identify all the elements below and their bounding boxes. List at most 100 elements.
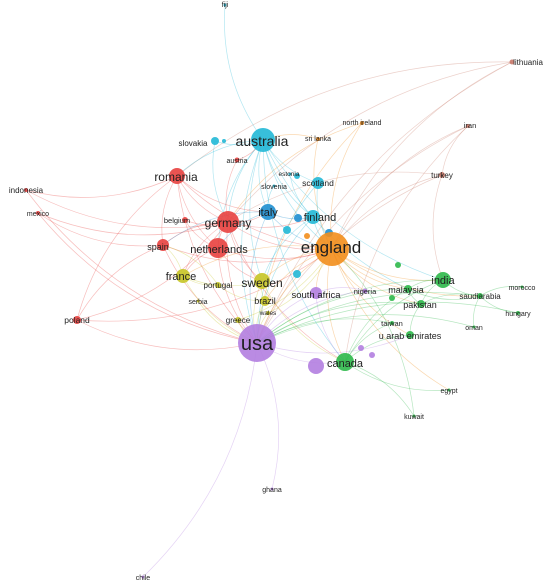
node-ghana[interactable] [270, 487, 274, 491]
node-label-u_arab_emirates: u arab emirates [379, 331, 442, 341]
unlabeled-node [304, 233, 310, 239]
node-australia[interactable] [251, 128, 275, 152]
node-label-portugal: portugal [204, 281, 233, 290]
node-oman[interactable] [472, 325, 476, 329]
unlabeled-node [389, 295, 395, 301]
node-poland[interactable] [73, 316, 81, 324]
node-wales[interactable] [266, 311, 270, 315]
node-france[interactable] [176, 269, 190, 283]
node-label-south_africa: south africa [291, 290, 341, 301]
node-layer [24, 3, 524, 579]
node-saudiarabia[interactable] [477, 293, 483, 299]
edge-sweden-canada [261, 280, 346, 363]
node-pakistan[interactable] [417, 300, 425, 308]
node-label-wales: wales [259, 310, 277, 317]
node-south_africa[interactable] [310, 287, 322, 299]
node-label-taiwan: taiwan [381, 319, 403, 328]
edge-morocco-saudiarabia [479, 286, 523, 297]
node-label-mexico: mexico [27, 211, 49, 218]
edge-turkey-india [432, 174, 444, 281]
edge-oman-usa [256, 314, 475, 344]
edge-poland-usa [76, 319, 258, 351]
node-label-kuwait: kuwait [404, 414, 424, 421]
node-germany[interactable] [217, 211, 239, 233]
edge-england-france [182, 245, 333, 277]
node-north_ireland[interactable] [360, 121, 364, 125]
edge-australia-sweden [249, 139, 264, 282]
node-label-england: england [301, 238, 362, 257]
edge-mexico-germany [37, 212, 229, 236]
unlabeled-node [395, 262, 401, 268]
node-hungary[interactable] [516, 311, 520, 315]
edge-canada-egypt [344, 361, 450, 391]
node-turkey[interactable] [439, 172, 445, 178]
node-netherlands[interactable] [208, 238, 228, 258]
edge-australia-canada [262, 139, 346, 363]
edge-italy-spain [162, 211, 269, 246]
node-lithuania[interactable] [509, 59, 515, 65]
node-usa[interactable] [238, 324, 276, 362]
node-indonesia[interactable] [24, 188, 28, 192]
node-greece[interactable] [235, 317, 241, 323]
node-chile[interactable] [141, 575, 145, 579]
node-taiwan[interactable] [390, 321, 394, 325]
node-scotland[interactable] [312, 177, 324, 189]
node-brazil[interactable] [260, 296, 270, 306]
node-label-italy: italy [258, 207, 278, 219]
node-nigeria[interactable] [362, 288, 368, 294]
node-estonia[interactable] [288, 172, 292, 176]
edge-north_ireland-england [330, 122, 363, 250]
node-romania[interactable] [169, 168, 185, 184]
edge-iran-canada [344, 125, 469, 363]
edge-mexico-usa [37, 212, 258, 344]
node-portugal[interactable] [215, 282, 221, 288]
node-england[interactable] [315, 232, 349, 266]
node-finland[interactable] [306, 210, 320, 224]
node-sri_lanka[interactable] [316, 137, 320, 141]
node-mexico[interactable] [36, 211, 40, 215]
node-italy[interactable] [260, 204, 276, 220]
node-malaysia[interactable] [404, 285, 412, 293]
unlabeled-node [294, 214, 302, 222]
edge-portugal-spain [162, 244, 219, 286]
edge-romania-italy [176, 175, 269, 213]
edge-kuwait-england [331, 248, 415, 417]
node-morocco[interactable] [520, 285, 524, 289]
node-label-egypt: egypt [440, 388, 457, 395]
node-label-brazil: brazil [254, 296, 276, 306]
node-india[interactable] [435, 272, 451, 288]
node-canada[interactable] [336, 353, 354, 371]
node-iran[interactable] [466, 124, 470, 128]
edge-slovakia-germany [212, 140, 229, 223]
edge-saudiarabia-usa [256, 292, 481, 344]
node-label-finland: finland [304, 212, 336, 224]
node-slovenia[interactable] [272, 184, 276, 188]
node-label-sri_lanka: sri lanka [305, 136, 331, 143]
unlabeled-node [358, 345, 364, 351]
edge-iran-england [331, 125, 469, 250]
node-label-turkey: turkey [431, 171, 453, 180]
node-kuwait[interactable] [412, 414, 416, 418]
node-sweden[interactable] [254, 273, 270, 289]
edge-indonesia-romania [25, 175, 178, 198]
node-serbia[interactable] [196, 299, 200, 303]
node-slovakia[interactable] [211, 137, 219, 145]
node-egypt[interactable] [447, 388, 451, 392]
node-label-germany: germany [205, 216, 252, 230]
node-label-usa: usa [241, 333, 274, 355]
edge-south_africa-canada [315, 292, 346, 363]
node-austria[interactable] [234, 157, 240, 163]
edge-australia-malaysia [262, 139, 409, 290]
node-u_arab_emirates[interactable] [406, 331, 414, 339]
edge-saudiarabia-hungary [479, 295, 519, 314]
edge-scotland-usa [256, 182, 319, 344]
edge-england-egypt [331, 248, 450, 391]
node-belgium[interactable] [182, 217, 188, 223]
node-fiji[interactable] [223, 3, 227, 7]
edge-pakistan-usa [256, 301, 422, 344]
node-label-oman: oman [465, 325, 483, 332]
edge-romania-usa [176, 175, 258, 344]
node-label-nigeria: nigeria [354, 287, 377, 296]
node-spain[interactable] [157, 239, 169, 251]
node-label-netherlands: netherlands [190, 244, 248, 256]
